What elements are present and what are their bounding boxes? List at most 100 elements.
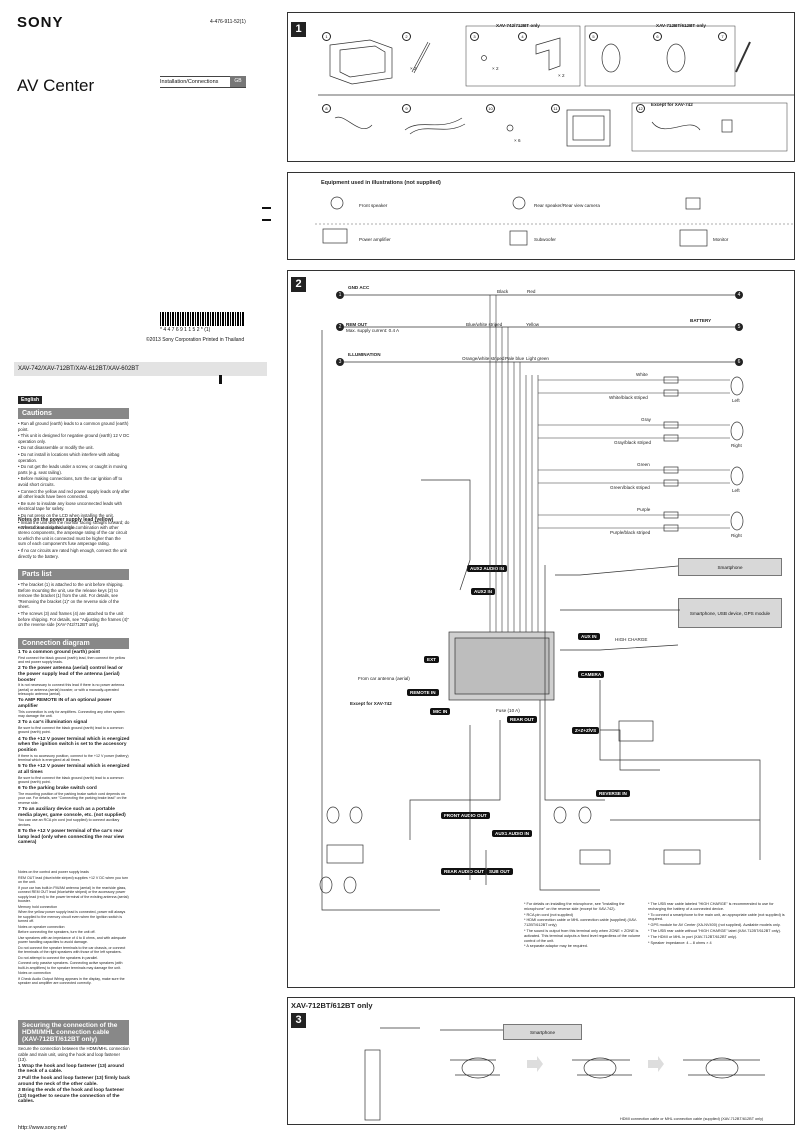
connection-item-head: 8 To the +12 V power terminal of the car…: [18, 829, 125, 846]
marker-5: 5: [735, 323, 743, 331]
wire-rem-out: REM OUT: [346, 322, 368, 327]
connection-item-head: 4 To the +12 V power terminal which is e…: [18, 736, 130, 753]
jack-reverse-in: REVERSE IN: [596, 790, 630, 797]
caution-item: • Be sure to insulate any loose unconnec…: [18, 500, 122, 512]
panel-number-1: 1: [291, 22, 306, 37]
footnotes-right: * The USB rear cable labeled "HIGH CHARG…: [648, 902, 788, 946]
connection-heading: Connection diagram: [18, 638, 129, 649]
doc-number: 4-476-911-52(1): [210, 19, 246, 25]
jack-aux-in: AUX IN: [578, 633, 600, 640]
connection-item-body: Be sure to first connect the black groun…: [18, 726, 124, 735]
equip-monitor: Monitor: [713, 237, 729, 242]
lang-code-badge: GB: [230, 76, 246, 87]
small-note-item: Use speakers with an impedance of 4 to 8…: [18, 935, 127, 945]
footnotes-left: * For details on installing the micropho…: [524, 902, 644, 950]
label-except-742: Except for XAV-742: [350, 701, 392, 706]
caution-item: • Run all ground (earth) leads to a comm…: [18, 421, 129, 432]
footnote-item: * The USB rear cable without "HIGH CHARG…: [648, 928, 781, 933]
footnote-item: * GPS module for AV Center (XA-NV400) (n…: [648, 923, 781, 928]
language-tag: English: [18, 396, 43, 404]
speaker-wire-label: Green: [637, 462, 650, 467]
caution-item: • This unit is designed for negative gro…: [18, 433, 130, 444]
small-note-item: Notes on connection: [18, 971, 51, 975]
small-note-item: If your car has built-in FM/AM antenna (…: [18, 885, 129, 904]
connection-item-head: 5 To the +12 V power terminal which is e…: [18, 764, 130, 775]
wire-pale-blue: Pale blue: [505, 356, 525, 361]
connection-item-head: 7 To an auxiliary device such as a porta…: [18, 807, 126, 818]
wire-gnd-acc: GND ACC: [348, 285, 370, 290]
part-number: 10: [486, 104, 495, 113]
equip-subwoofer: Subwoofer: [534, 237, 556, 242]
jack-sub-out: SUB OUT: [486, 868, 513, 875]
marker-1: 1: [336, 291, 344, 299]
connection-item-body: If there is no accessory position, conne…: [18, 753, 129, 762]
wire-battery: BATTERY: [690, 318, 712, 323]
speaker-wire-label: Purple: [637, 507, 651, 512]
jack-remote-in: REMOTE IN: [407, 689, 439, 696]
connection-item-body: The mounting position of the parking bra…: [18, 792, 127, 805]
connection-item-head: To AMP REMOTE IN of an optional power am…: [18, 698, 112, 709]
jack-aux1-audio-in: AUX1 AUDIO IN: [492, 830, 533, 837]
small-note-item: REM OUT lead (blue/white striped) suppli…: [18, 875, 129, 885]
brand-logo: SONY: [17, 14, 64, 31]
group-label-712: XAV-712BT/612BT only: [656, 23, 706, 28]
part-number: 12: [636, 104, 645, 113]
cautions-heading: Cautions: [18, 408, 129, 419]
jack-aux2-audio-in: AUX2 AUDIO IN: [467, 565, 508, 572]
connection-item-body: You can use an RCA pin cord (not supplie…: [18, 818, 120, 827]
part-number: 8: [322, 104, 331, 113]
hdmi-heading: Securing the connection of the HDMI/MHL …: [18, 1020, 129, 1045]
wire-black: Black: [497, 289, 509, 294]
caution-item: • Do not install in locations which inte…: [18, 451, 120, 463]
qty-label: × 2: [558, 73, 565, 78]
panel-equipment: [287, 172, 795, 260]
caution-item: • Connect the yellow and red power suppl…: [18, 488, 130, 500]
panel-connections: [287, 270, 795, 988]
wire-illumination: ILLUMINATION: [348, 352, 381, 357]
panel-parts: [287, 12, 795, 162]
caution-item: • Do not get the leads under a screw, or…: [18, 464, 127, 475]
footnote-item: * For details on installing the micropho…: [524, 902, 625, 911]
footnote-item: * HDMI connection cable or MHL connectio…: [524, 918, 638, 928]
caution-item: • Do not press on the LCD when installin…: [18, 512, 114, 518]
parts-heading: Parts list: [18, 569, 129, 580]
caution-item: • Do not disassemble or modify the unit.: [18, 445, 94, 451]
install-label: Installation/Connections: [160, 79, 219, 85]
power-notes-list: • When connecting this unit in combinati…: [18, 525, 130, 560]
footnote-item: * Speaker impedance: 4 – 8 ohms × 4: [648, 940, 712, 945]
equip-front-speaker: Front speaker: [359, 203, 388, 208]
jack-zone: Z+Z+Z/VS: [572, 727, 600, 734]
except-742-label: Except for XAV-742: [651, 102, 693, 107]
hdmi-step: 2 Pull the hook and loop fastener (13) f…: [18, 1075, 130, 1087]
parts-item: • The bracket (1) is attached to the uni…: [18, 582, 124, 610]
speaker-wire-label: White/black striped: [609, 395, 648, 400]
part-number: 6: [653, 32, 662, 41]
power-note-item: • If no car circuits are rated high enou…: [18, 547, 127, 559]
small-note-item: If Check Audio Output Wiring appears in …: [18, 976, 125, 986]
part-number: 9: [402, 104, 411, 113]
parts-item: • The screws (3) and frames (4) are atta…: [18, 610, 130, 628]
label-high-charge: HIGH CHARGE: [615, 637, 648, 642]
footnote-item: * The HDMI or MHL in port (XAV-712BT/612…: [648, 934, 738, 939]
copyright: ©2013 Sony Corporation Printed in Thaila…: [146, 337, 245, 343]
device-smartphone-3: Smartphone: [503, 1024, 582, 1040]
hdmi-steps: 1 Wrap the hook and loop fastener (13) a…: [18, 1064, 130, 1105]
connection-item: 5 To the +12 V power terminal which is e…: [18, 764, 130, 784]
crop-mark: [262, 219, 271, 221]
marker-6: 6: [735, 358, 743, 366]
connection-item-head: 1 To a common ground (earth) point: [18, 650, 100, 655]
sony-url[interactable]: http://www.sony.net/: [18, 1125, 67, 1131]
device-smartphone: Smartphone: [678, 558, 782, 576]
equipment-title: Equipment used in illustrations (not sup…: [321, 180, 441, 186]
equip-rear-speaker: Rear speaker/Rear view camera: [534, 203, 600, 208]
footnote-item: * The sound is output from this terminal…: [524, 928, 641, 943]
small-note-item: Do not attempt to connect the speakers i…: [18, 955, 99, 960]
part-number: 7: [718, 32, 727, 41]
connection-item-head: 2 To the power antenna (aerial) control …: [18, 666, 123, 683]
speaker-wire-label: Green/black striped: [610, 485, 650, 490]
connection-item-head: 6 To the parking brake switch cord: [18, 786, 97, 792]
qty-label: × 2: [492, 66, 499, 71]
part-number: 3: [470, 32, 479, 41]
jack-rear-out: REAR OUT: [507, 716, 537, 723]
